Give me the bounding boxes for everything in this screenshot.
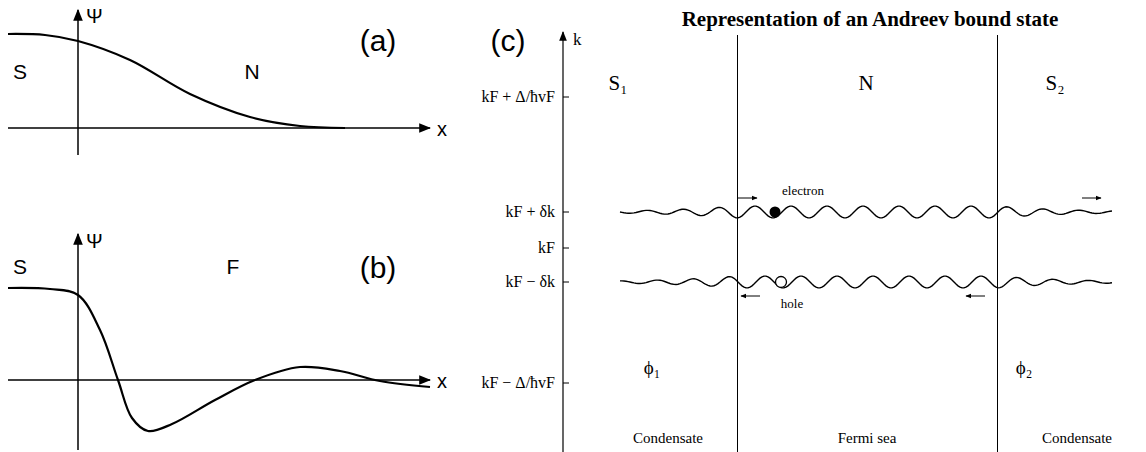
phase-symbol: ϕ₁ xyxy=(644,358,661,379)
particle-label: hole xyxy=(781,297,803,311)
region-shape xyxy=(738,245,997,452)
tick-label: kF + δk xyxy=(506,203,555,221)
psi-axis xyxy=(77,10,79,155)
axis-label: k xyxy=(573,31,582,50)
interface-line xyxy=(737,35,738,452)
axis-label: x xyxy=(437,118,447,140)
wavefunction-curve xyxy=(8,34,345,128)
panel-letter: (c) xyxy=(491,24,526,57)
motion-arrow xyxy=(966,296,985,297)
region-letter: N xyxy=(858,72,873,95)
k-axis xyxy=(562,32,563,452)
region-shape xyxy=(997,40,1144,452)
condensate-region: ϕ₁ Condensate xyxy=(596,40,738,452)
electron-dot xyxy=(770,207,781,218)
motion-arrow xyxy=(1082,198,1101,199)
region-letter: N xyxy=(244,60,259,83)
region-letter: S₂ xyxy=(1045,72,1064,95)
tick-label: kF − δk xyxy=(506,273,555,291)
condensate-region: ϕ₂ Condensate xyxy=(997,40,1144,452)
axis-label: x xyxy=(437,370,447,392)
region-letter: S₁ xyxy=(608,72,627,95)
hole-dot xyxy=(776,277,787,288)
motion-arrow xyxy=(741,296,760,297)
motion-arrow xyxy=(738,198,757,199)
interface-line xyxy=(997,35,998,452)
axis-label: Ψ xyxy=(86,5,103,27)
region-letter: S xyxy=(13,60,27,83)
region-label: Fermi sea xyxy=(838,430,897,447)
region-label: Condensate xyxy=(1042,430,1112,447)
axis-ticks xyxy=(563,97,569,383)
tick-label: kF xyxy=(538,239,555,257)
tick-label: kF − Δ/ħvF xyxy=(481,374,555,392)
psi-axis xyxy=(77,234,79,450)
x-axis xyxy=(8,379,430,381)
region-letter: S xyxy=(13,255,27,278)
fermi-sea-region: Fermi sea xyxy=(738,245,997,452)
particle-label: electron xyxy=(782,184,824,198)
tick-label: kF + Δ/ħvF xyxy=(481,88,555,106)
panel-letter: (a) xyxy=(360,24,397,57)
axis-label: Ψ xyxy=(86,230,103,252)
region-shape xyxy=(596,40,738,452)
electron-wave xyxy=(620,206,1112,218)
panel-title: Representation of an Andreev bound state xyxy=(682,8,1059,31)
region-letter: F xyxy=(227,255,240,278)
phase-symbol: ϕ₂ xyxy=(1016,358,1033,379)
panel-letter: (b) xyxy=(360,251,397,284)
wavefunction-curve xyxy=(8,288,430,431)
region-label: Condensate xyxy=(633,430,703,447)
hole-wave xyxy=(620,276,1112,288)
x-axis xyxy=(8,127,430,129)
